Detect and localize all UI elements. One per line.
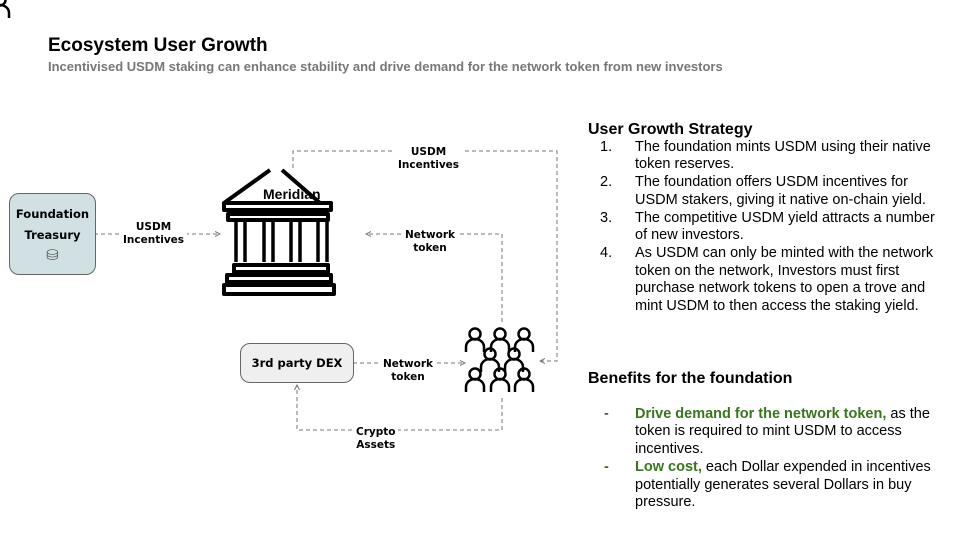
page-title: Ecosystem User Growth bbox=[48, 35, 268, 56]
treasury-label-line2: Treasury bbox=[24, 228, 81, 242]
dex-label: 3rd party DEX bbox=[251, 356, 343, 370]
edge-investors-dex bbox=[297, 385, 503, 431]
bank-icon bbox=[222, 168, 336, 296]
edge-meridian-investors bbox=[292, 150, 558, 361]
coins-icon: ⛁ bbox=[46, 246, 59, 264]
meridian-label: Meridian bbox=[263, 186, 321, 202]
benefits-heading: Benefits for the foundation bbox=[588, 370, 793, 387]
investors-icon bbox=[0, 0, 535, 394]
strategy-item: 1.The foundation mints USDM using their … bbox=[600, 138, 931, 173]
benefit-item: -Low cost, each Dollar expended in incen… bbox=[604, 458, 931, 511]
strategy-section: User Growth Strategy 1.The foundation mi… bbox=[588, 121, 938, 316]
strategy-heading: User Growth Strategy bbox=[588, 121, 753, 138]
benefits-section: Benefits for the foundation -Drive deman… bbox=[588, 370, 938, 512]
page-subtitle: Incentivised USDM staking can enhance st… bbox=[48, 59, 723, 74]
strategy-item: 2.The foundation offers USDM incentives … bbox=[600, 174, 926, 208]
foundation-treasury-node: Foundation Treasury ⛁ bbox=[9, 193, 96, 275]
strategy-item: 4.As USDM can only be minted with the ne… bbox=[600, 244, 934, 315]
treasury-label-line1: Foundation bbox=[15, 207, 90, 221]
benefit-item: -Drive demand for the network token, as … bbox=[604, 405, 930, 458]
dex-node: 3rd party DEX bbox=[240, 343, 354, 383]
strategy-item: 3.The competitive USDM yield attracts a … bbox=[600, 209, 935, 244]
